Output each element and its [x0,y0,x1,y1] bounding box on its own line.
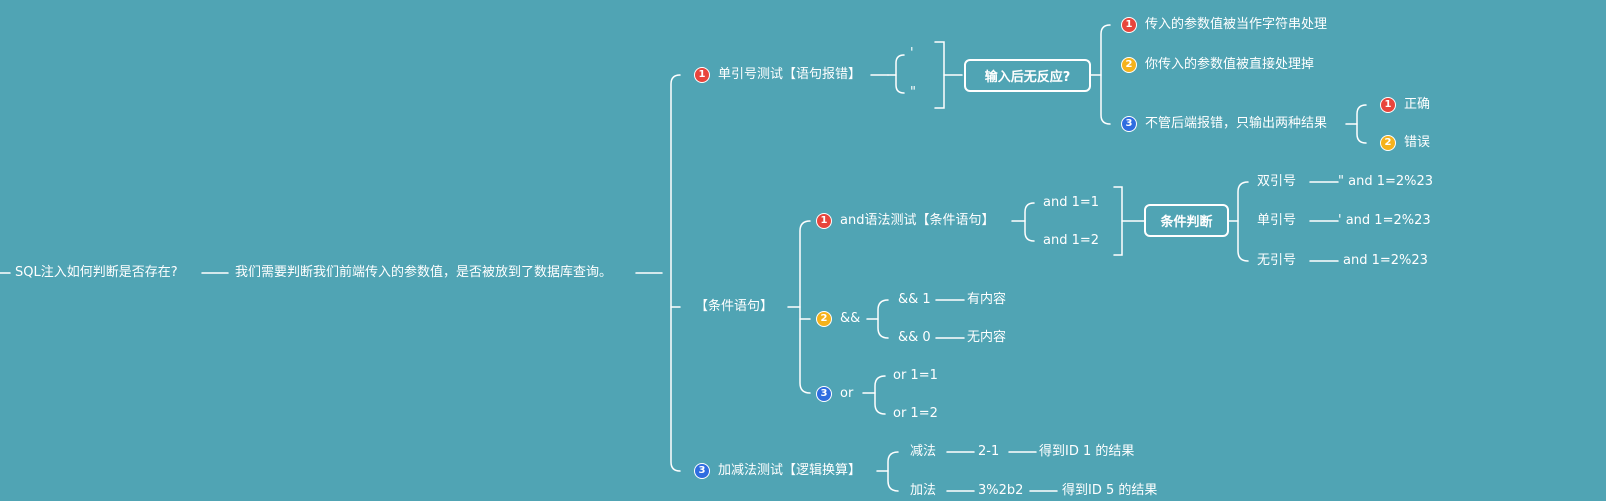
answer-treated-as-string[interactable]: 传入的参数值被当作字符串处理 [1145,17,1328,32]
condition-judge[interactable]: 条件判断 [1144,204,1229,237]
and-syntax-test[interactable]: and语法测试【条件语句】 [840,213,995,228]
results-bracket [1356,104,1367,144]
amp-0[interactable]: && 0 [898,330,931,345]
number-1-icon: 1 [1380,97,1396,113]
root-topic[interactable]: SQL注入如何判断是否存在? [15,265,178,280]
b2-subtrunk [799,220,811,394]
subtraction-expr[interactable]: 2-1 [978,444,1000,459]
number-3-icon: 3 [694,463,710,479]
double-quote-char[interactable]: " [910,85,916,100]
and-right-bracket [1113,186,1123,256]
branch-add-sub-test[interactable]: 加减法测试【逻辑换算】 [718,463,862,478]
and-1-eq-1[interactable]: and 1=1 [1043,195,1100,210]
amp-test[interactable]: && [840,311,861,326]
number-1-icon: 1 [1121,17,1137,33]
main-trunk [670,74,681,472]
single-quote-payload[interactable]: ' and 1=2%23 [1338,213,1431,228]
subtraction-result[interactable]: 得到ID 1 的结果 [1039,444,1135,459]
number-2-icon: 2 [1121,57,1137,73]
answer-two-results-only[interactable]: 不管后端报错，只输出两种结果 [1145,116,1328,131]
number-3-icon: 3 [816,386,832,402]
quotes-trunk [1237,181,1249,262]
ops-bracket [887,451,899,492]
branch-conditional-statement[interactable]: 【条件语句】 [695,299,774,314]
number-1-icon: 1 [694,67,710,83]
or-1-eq-2[interactable]: or 1=2 [893,406,938,421]
and-1-eq-2[interactable]: and 1=2 [1043,233,1100,248]
answers-trunk [1100,24,1111,125]
double-quote-label[interactable]: 双引号 [1257,174,1297,189]
result-correct[interactable]: 正确 [1404,97,1431,112]
or-1-eq-1[interactable]: or 1=1 [893,368,938,383]
quotes-bracket-right [934,41,945,109]
result-error[interactable]: 错误 [1404,135,1431,150]
quotes-bracket-left [895,54,905,94]
amp-0-result[interactable]: 无内容 [967,330,1007,345]
double-quote-payload[interactable]: " and 1=2%23 [1338,174,1434,189]
single-quote-label[interactable]: 单引号 [1257,213,1297,228]
subtraction-label[interactable]: 减法 [910,444,937,459]
number-3-icon: 3 [1121,116,1137,132]
no-quote-label[interactable]: 无引号 [1257,253,1297,268]
amp-1[interactable]: && 1 [898,292,931,307]
number-1-icon: 1 [816,213,832,229]
amp-1-result[interactable]: 有内容 [967,292,1007,307]
no-response-question[interactable]: 输入后无反应? [964,59,1091,92]
answer-value-dropped[interactable]: 你传入的参数值被直接处理掉 [1145,57,1315,72]
root-description[interactable]: 我们需要判断我们前端传入的参数值，是否被放到了数据库查询。 [235,265,613,280]
amp-cases-bracket [877,299,889,339]
branch-single-quote-test[interactable]: 单引号测试【语句报错】 [718,67,862,82]
addition-result[interactable]: 得到ID 5 的结果 [1062,483,1158,498]
single-quote-char[interactable]: ' [910,46,914,61]
number-2-icon: 2 [1380,135,1396,151]
or-test[interactable]: or [840,386,854,401]
no-quote-payload[interactable]: and 1=2%23 [1343,253,1428,268]
number-2-icon: 2 [816,311,832,327]
addition-label[interactable]: 加法 [910,483,937,498]
and-cases-bracket [1024,202,1035,242]
addition-expr[interactable]: 3%2b2 [978,483,1024,498]
or-cases-bracket [874,375,886,415]
